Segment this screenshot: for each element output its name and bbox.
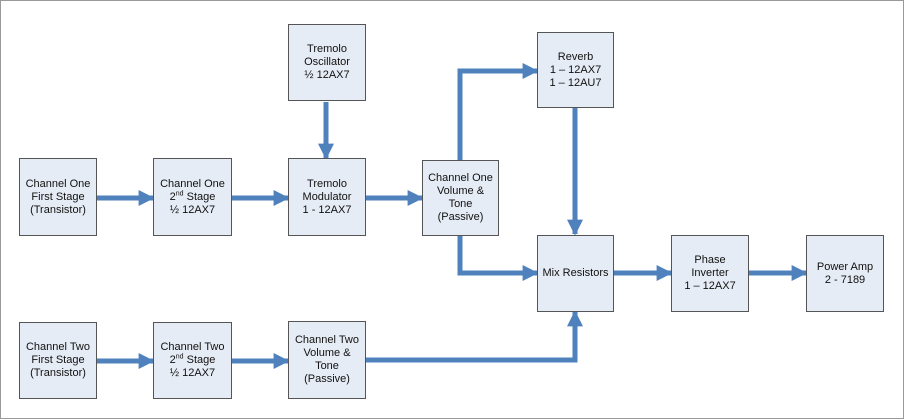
block-tremolo-oscillator: Tremolo Oscillator ½ 12AX7 bbox=[288, 24, 366, 101]
block-label-line: 2nd Stage bbox=[169, 353, 216, 367]
block-label-line: 1 – 12AX7 bbox=[549, 63, 602, 76]
block-label-line: Tone bbox=[315, 360, 339, 372]
block-label-line: Channel Two bbox=[294, 334, 359, 346]
block-label-line: Channel Two bbox=[160, 341, 225, 353]
block-label-line: Inverter bbox=[691, 267, 729, 279]
block-label-line: Reverb bbox=[557, 50, 594, 63]
block-label-line: Volume & bbox=[303, 347, 351, 359]
block-mix-resistors: Mix Resistors bbox=[537, 235, 614, 312]
ordinal-suffix: nd bbox=[175, 353, 184, 361]
block-label-line: (Passive) bbox=[437, 211, 484, 223]
block-label-line: 1 – 12AU7 bbox=[549, 76, 602, 89]
block-label-line: Modulator bbox=[302, 190, 352, 203]
block-label-line: Tremolo bbox=[307, 43, 347, 55]
stage-number: 2 bbox=[169, 354, 176, 366]
block-label-line: 1 - 12AX7 bbox=[302, 203, 352, 216]
block-label-line: First Stage bbox=[31, 354, 85, 366]
block-label-line: Volume & bbox=[436, 185, 485, 197]
block-label-line: (Transistor) bbox=[30, 367, 86, 379]
block-label-line: ½ 12AX7 bbox=[169, 367, 216, 379]
block-channel-one-volume-tone: Channel One Volume & Tone (Passive) bbox=[422, 160, 499, 236]
block-label-line: Channel Two bbox=[25, 341, 90, 353]
block-channel-two-second-stage: Channel Two 2nd Stage ½ 12AX7 bbox=[153, 322, 232, 399]
block-label-line: (Transistor) bbox=[30, 203, 86, 216]
block-label-line: Power Amp bbox=[816, 260, 874, 273]
block-label-line: First Stage bbox=[31, 190, 85, 203]
block-label-line: 2 - 7189 bbox=[824, 273, 866, 286]
block-channel-one-first-stage: Channel One First Stage (Transistor) bbox=[19, 158, 97, 236]
ordinal-suffix: nd bbox=[175, 189, 184, 197]
block-label-line: ½ 12AX7 bbox=[304, 69, 350, 81]
stage-word: Stage bbox=[183, 190, 216, 203]
block-label-line: ½ 12AX7 bbox=[169, 203, 216, 216]
block-label-line: Channel One bbox=[25, 177, 91, 190]
block-power-amp: Power Amp 2 - 7189 bbox=[806, 235, 884, 312]
block-label-line: Tone bbox=[448, 198, 473, 210]
block-label-line: (Passive) bbox=[304, 373, 350, 385]
block-label-line: Tremolo bbox=[307, 177, 347, 190]
block-label-line: Channel One bbox=[428, 172, 493, 184]
block-label-line: Channel One bbox=[160, 177, 225, 190]
stage-number: 2 bbox=[169, 190, 176, 203]
block-channel-one-second-stage: Channel One 2nd Stage ½ 12AX7 bbox=[153, 158, 232, 236]
stage-word: Stage bbox=[183, 354, 216, 366]
block-phase-inverter: Phase Inverter 1 – 12AX7 bbox=[671, 235, 749, 312]
block-label-line: 1 – 12AX7 bbox=[684, 280, 736, 292]
block-channel-two-first-stage: Channel Two First Stage (Transistor) bbox=[19, 322, 97, 399]
block-channel-two-volume-tone: Channel Two Volume & Tone (Passive) bbox=[288, 321, 366, 399]
block-label-line: Mix Resistors bbox=[542, 267, 609, 279]
block-reverb: Reverb 1 – 12AX7 1 – 12AU7 bbox=[537, 32, 614, 108]
block-label-line: 2nd Stage bbox=[169, 189, 216, 204]
block-tremolo-modulator: Tremolo Modulator 1 - 12AX7 bbox=[288, 158, 366, 236]
block-label-line: Phase bbox=[694, 254, 726, 266]
block-label-line: Oscillator bbox=[304, 56, 350, 68]
